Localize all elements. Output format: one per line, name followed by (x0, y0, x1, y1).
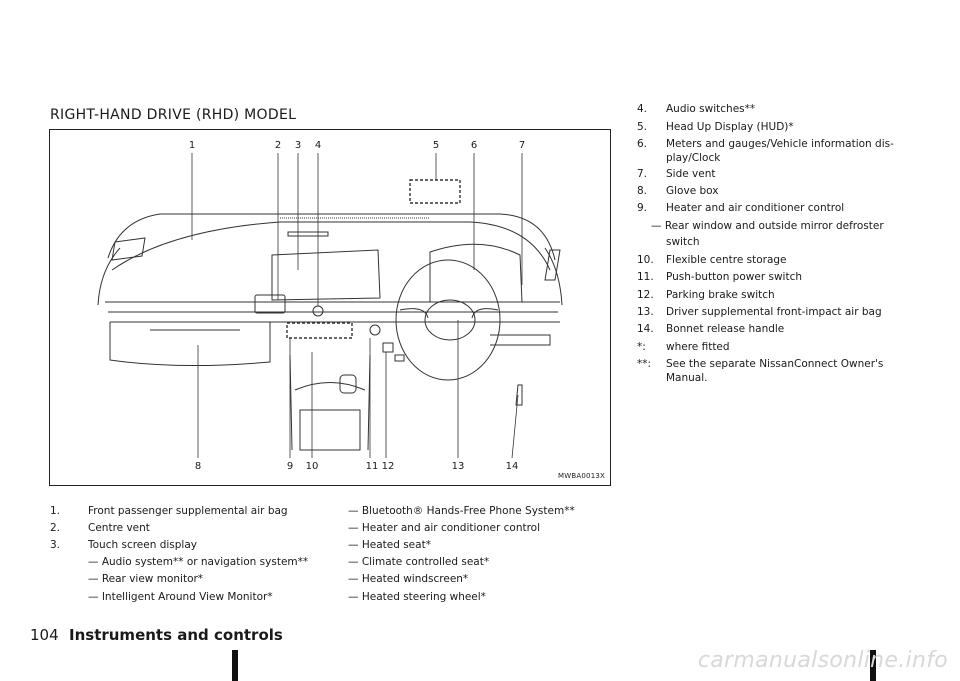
item-continuation: play/Clock (666, 152, 721, 164)
list-item: 7. Side vent (637, 167, 716, 182)
sub-item: — Rear view monitor* (88, 573, 204, 585)
item-text: Driver supplemental front-impact air bag (666, 306, 882, 318)
item-number: *: (637, 341, 646, 353)
item-text: Parking brake switch (666, 289, 775, 301)
list-item: 6. Meters and gauges/Vehicle information … (637, 137, 894, 152)
list-item: 5. Head Up Display (HUD)* (637, 120, 794, 135)
dashboard-figure: 1 2 3 4 5 6 7 8 9 10 11 12 13 14 MWBA001… (49, 129, 611, 486)
callout-6: 6 (470, 140, 478, 151)
list-item: 10. Flexible centre storage (637, 253, 787, 268)
callout-4: 4 (314, 140, 322, 151)
callout-13: 13 (451, 461, 465, 472)
list-item: 12. Parking brake switch (637, 288, 775, 303)
item-text: Touch screen display (88, 539, 197, 551)
item-text: Centre vent (88, 522, 150, 534)
item-number: 14. (637, 323, 654, 335)
item-number: 12. (637, 289, 654, 301)
item-number: 8. (637, 185, 648, 197)
sub-item: — Audio system** or navigation system** (88, 556, 309, 568)
item-number: 4. (637, 103, 648, 115)
item-number: 10. (637, 254, 654, 266)
item-text: See the separate NissanConnect Owner's (666, 358, 884, 370)
callout-9: 9 (286, 461, 294, 472)
list-item: 3. Touch screen display (50, 538, 197, 553)
sub-item: — Heated steering wheel* (348, 591, 486, 603)
item-number: 13. (637, 306, 654, 318)
dashboard-illustration (97, 153, 563, 459)
sub-item: — Heated seat* (348, 539, 431, 551)
item-text: Heater and air conditioner control (666, 202, 845, 214)
sub-item: — Rear window and outside mirror defrost… (651, 219, 884, 234)
crop-bar (232, 650, 238, 681)
callout-14: 14 (505, 461, 519, 472)
item-text: — Rear window and outside mirror defrost… (651, 220, 884, 232)
list-item: **: See the separate NissanConnect Owner'… (637, 357, 883, 372)
list-item: 9. Heater and air conditioner control (637, 201, 844, 216)
item-text: Push-button power switch (666, 271, 802, 283)
item-number: 3. (50, 539, 61, 551)
list-item: *: where fitted (637, 340, 730, 355)
callout-1: 1 (188, 140, 196, 151)
item-number: 1. (50, 505, 61, 517)
item-text: Side vent (666, 168, 716, 180)
item-text: Head Up Display (HUD)* (666, 121, 794, 133)
callout-12: 12 (381, 461, 395, 472)
list-item: 4. Audio switches** (637, 102, 755, 117)
section-title: RIGHT-HAND DRIVE (RHD) MODEL (50, 107, 297, 123)
item-text: Audio switches** (666, 103, 756, 115)
footer-chapter-title: Instruments and controls (69, 626, 283, 644)
callout-2: 2 (274, 140, 282, 151)
item-text: Front passenger supplemental air bag (88, 505, 288, 517)
item-text: where fitted (666, 341, 730, 353)
list-item: 2. Centre vent (50, 521, 150, 536)
callout-3: 3 (294, 140, 302, 151)
callout-11: 11 (365, 461, 379, 472)
item-text: Bonnet release handle (666, 323, 785, 335)
sub-item: — Bluetooth® Hands-Free Phone System** (348, 505, 575, 517)
item-number: 5. (637, 121, 648, 133)
sub-item: — Intelligent Around View Monitor* (88, 591, 273, 603)
item-text: Meters and gauges/Vehicle information di… (666, 138, 894, 150)
item-number: 6. (637, 138, 648, 150)
list-item: 13. Driver supplemental front-impact air … (637, 305, 882, 320)
item-text: Glove box (666, 185, 719, 197)
figure-code: MWBA0013X (558, 472, 605, 480)
item-number: 7. (637, 168, 648, 180)
callout-8: 8 (194, 461, 202, 472)
list-item: 1. Front passenger supplemental air bag (50, 504, 288, 519)
list-item: 11. Push-button power switch (637, 270, 802, 285)
item-number: 2. (50, 522, 61, 534)
list-item: 8. Glove box (637, 184, 718, 199)
item-number: 11. (637, 271, 654, 283)
callout-10: 10 (305, 461, 319, 472)
callout-5: 5 (432, 140, 440, 151)
sub-item: — Climate controlled seat* (348, 556, 490, 568)
crop-bar (870, 650, 876, 681)
page-number: 104 (30, 626, 59, 644)
list-item: 14. Bonnet release handle (637, 322, 784, 337)
item-continuation: Manual. (666, 372, 708, 384)
item-continuation: switch (666, 236, 700, 248)
callout-7: 7 (518, 140, 526, 151)
sub-item: — Heater and air conditioner control (348, 522, 541, 534)
item-number: **: (637, 358, 652, 370)
item-number: 9. (637, 202, 648, 214)
watermark: carmanualsonline.info (697, 648, 948, 673)
item-text: Flexible centre storage (666, 254, 787, 266)
sub-item: — Heated windscreen* (348, 573, 469, 585)
